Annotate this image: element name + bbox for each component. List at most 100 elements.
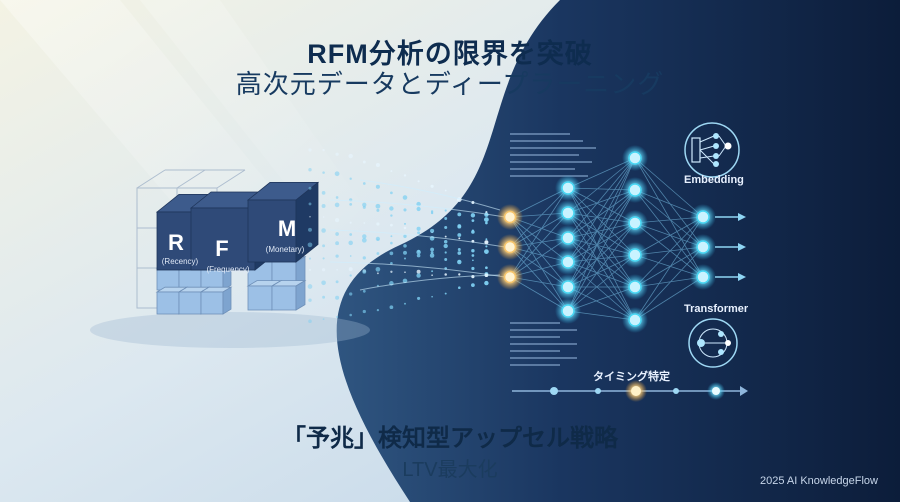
data-particle — [375, 203, 381, 209]
cube-letter-r: R — [168, 230, 184, 255]
data-particle — [336, 315, 339, 319]
data-particle — [335, 152, 339, 156]
network-node — [561, 304, 575, 318]
data-particle — [417, 231, 421, 235]
page-subtitle: 高次元データとディープラーニング — [235, 69, 665, 99]
rfm-cube-front — [190, 207, 256, 271]
data-particle — [417, 296, 421, 300]
data-particle — [362, 256, 366, 260]
data-particle — [308, 227, 312, 232]
data-particle — [457, 233, 462, 237]
data-streak — [329, 199, 506, 218]
data-particle — [417, 180, 420, 183]
data-particle — [403, 250, 407, 255]
network-node — [628, 216, 642, 230]
data-particle — [376, 222, 380, 226]
code-line — [510, 175, 588, 177]
code-line — [510, 322, 560, 324]
data-particle — [349, 221, 352, 224]
cube-caption: (Recency) — [162, 257, 199, 266]
data-particle — [403, 208, 407, 212]
data-particle — [308, 268, 312, 272]
data-particle — [390, 214, 393, 217]
code-text-lines — [510, 133, 596, 366]
network-node — [561, 255, 575, 269]
data-particle — [390, 261, 393, 265]
data-particle — [403, 234, 407, 238]
data-particle — [321, 204, 326, 208]
network-edge — [567, 157, 636, 214]
code-line — [510, 168, 575, 170]
page-title: RFM分析の限界を突破 — [307, 39, 593, 69]
code-line — [510, 357, 577, 359]
transformer-label: Transformer — [684, 303, 749, 315]
data-particle — [444, 225, 448, 230]
data-particle — [443, 239, 448, 244]
data-particle — [349, 313, 352, 317]
network-edge — [634, 246, 704, 321]
network-edge — [567, 254, 636, 312]
data-particle — [321, 191, 326, 195]
data-particle — [403, 244, 407, 248]
network-node — [628, 248, 642, 262]
data-particle — [444, 217, 448, 220]
base-cube-front — [178, 291, 202, 315]
data-particle — [349, 255, 352, 257]
data-particle — [335, 232, 339, 236]
data-particle — [322, 216, 325, 218]
code-line — [510, 140, 583, 142]
data-particle — [444, 292, 447, 295]
cube-shadow — [90, 312, 370, 348]
data-particle — [458, 260, 461, 263]
output-arrow-head — [738, 243, 746, 251]
data-particle — [348, 240, 353, 246]
data-particle — [322, 295, 326, 299]
data-particle — [321, 280, 326, 286]
code-line — [510, 161, 592, 163]
data-particle — [457, 224, 462, 229]
data-particle — [444, 209, 447, 212]
network-node — [696, 210, 710, 224]
base-cube-side — [295, 279, 306, 311]
code-line — [510, 336, 560, 338]
data-particle — [403, 174, 407, 177]
data-particle — [390, 235, 393, 238]
data-particle — [458, 286, 461, 289]
data-particle — [471, 248, 475, 253]
data-particle — [362, 160, 366, 164]
data-particle — [322, 244, 326, 248]
data-particle — [322, 148, 325, 152]
data-particle — [471, 219, 475, 222]
data-particle — [443, 243, 448, 249]
input-node — [503, 270, 517, 284]
strategy-heading: 「予兆」検知型アップセル戦略 — [282, 425, 618, 452]
data-particle — [335, 280, 339, 284]
network-node — [561, 280, 575, 294]
network-edge — [567, 187, 636, 256]
data-particle — [376, 252, 380, 255]
base-cube-front — [247, 285, 273, 311]
timing-label: タイミング特定 — [593, 371, 670, 383]
data-particle — [335, 196, 339, 199]
output-arrow-head — [738, 213, 746, 221]
network-node — [628, 280, 642, 294]
data-particle — [431, 270, 434, 273]
input-node — [503, 240, 517, 254]
network-edge — [509, 216, 569, 288]
network-edge — [509, 187, 569, 248]
data-particle — [376, 208, 380, 212]
data-particle — [375, 162, 380, 168]
network-edge — [634, 189, 704, 278]
network-edge — [634, 216, 704, 321]
data-particle — [457, 248, 461, 251]
network-edge — [567, 222, 636, 288]
data-particle — [321, 268, 326, 272]
credit-text: 2025 AI KnowledgeFlow — [759, 475, 878, 487]
data-particle — [404, 302, 406, 305]
timing-timeline — [512, 380, 748, 402]
data-particle — [375, 184, 380, 189]
data-particle — [334, 171, 340, 177]
data-particle — [471, 230, 475, 234]
code-line — [510, 329, 577, 331]
